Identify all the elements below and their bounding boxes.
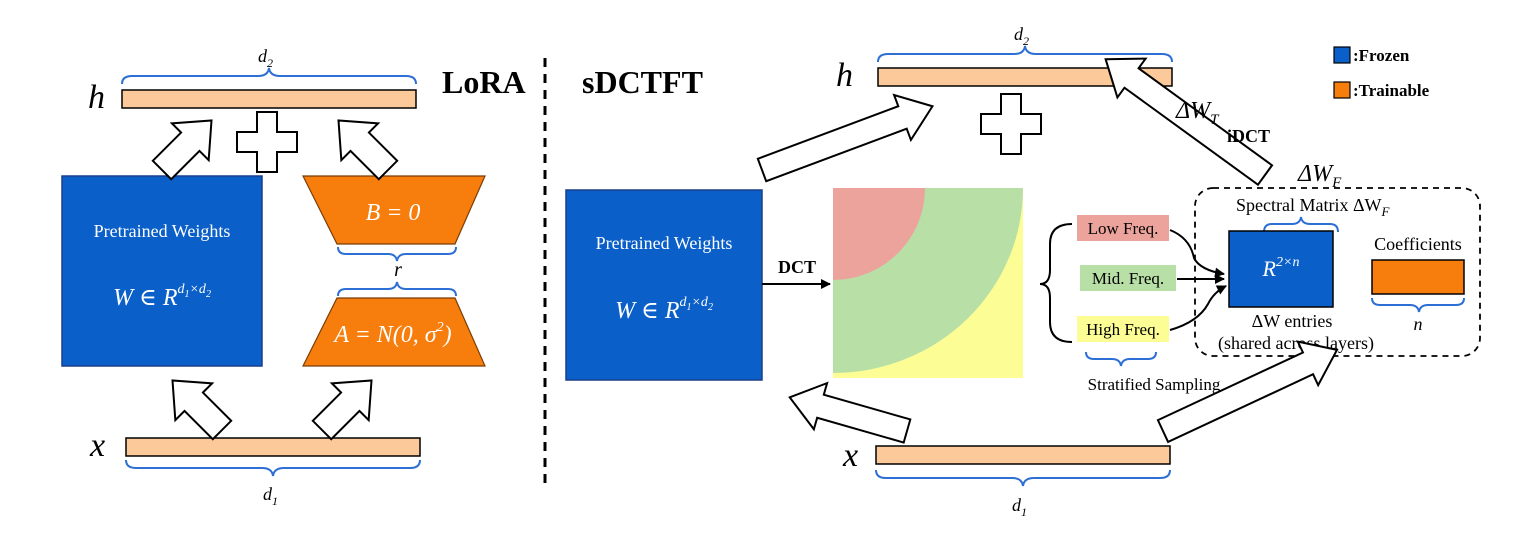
shared-across-layers-label: (shared across layers)	[1218, 333, 1374, 354]
sdctft-x-vector	[875, 445, 1171, 465]
legend-trainable-label: :Trainable	[1353, 81, 1430, 100]
lora-title: LoRA	[442, 64, 526, 100]
sdctft-pretrained-label: Pretrained Weights	[596, 233, 733, 253]
stratified-sampling-label: Stratified Sampling	[1088, 375, 1221, 394]
lora-b-label: B = 0	[366, 200, 421, 226]
arrow-x-to-delta-wf	[1156, 340, 1339, 444]
sdctft-title: sDCTFT	[582, 64, 703, 100]
idct-label: iDCT	[1227, 126, 1270, 146]
sdctft-h-vector	[877, 67, 1173, 87]
lora-x-label: x	[89, 427, 105, 464]
coefficients-vector	[1371, 259, 1465, 295]
lora-d1-label: d1	[263, 484, 278, 508]
lora-h-label: h	[88, 79, 105, 116]
entries-label: ΔW entries	[1252, 311, 1333, 331]
delta-wt-label: ΔWT	[1175, 98, 1220, 128]
delta-wf-label: ΔWF	[1297, 161, 1342, 191]
sdctft-section: sDCTFT h d2 Pretrained Weights W ∈ Rd1×d…	[565, 24, 1481, 519]
lora-b-matrix	[302, 175, 486, 245]
n-label: n	[1414, 314, 1423, 334]
low-freq-arrow	[1169, 229, 1225, 278]
lora-r-label: r	[394, 259, 402, 281]
sdctft-h-label: h	[836, 57, 853, 94]
legend-frozen-swatch	[1333, 46, 1351, 64]
lora-plus-icon	[236, 111, 298, 173]
spectral-entries-matrix	[1228, 230, 1334, 308]
legend-frozen-label: :Frozen	[1353, 46, 1410, 65]
lora-d2-brace	[121, 67, 417, 85]
sdctft-plus-icon	[980, 93, 1042, 155]
sdctft-d2-label: d2	[1014, 24, 1029, 48]
delta-wf-container	[1194, 187, 1481, 357]
legend-trainable-swatch	[1333, 81, 1351, 99]
lora-pretrained-label: Pretrained Weights	[94, 221, 231, 241]
low-freq-region	[833, 188, 925, 280]
lora-arrow-pretrained-to-h	[151, 119, 213, 181]
arrow-x-to-pretrained	[788, 381, 912, 444]
lora-r-brace	[337, 246, 457, 262]
dct-label: DCT	[778, 257, 816, 277]
coefficients-brace	[1371, 297, 1465, 313]
high-freq-arrow	[1169, 285, 1227, 331]
lora-arrow-b-to-h	[337, 119, 399, 181]
sdctft-w-formula: W ∈ Rd1×d2	[615, 295, 713, 324]
lora-a-label: A = N(0, σ2)	[332, 320, 451, 348]
sdctft-d1-label: d1	[1012, 495, 1027, 519]
coefficients-label: Coefficients	[1374, 234, 1462, 254]
sdctft-pretrained-weights-box	[565, 189, 763, 381]
stratified-brace	[1085, 351, 1157, 367]
sdctft-x-label: x	[842, 437, 858, 474]
lora-pretrained-weights-box	[61, 175, 263, 367]
lora-h-vector	[121, 89, 417, 109]
low-freq-tag	[1077, 215, 1169, 241]
lora-d1-brace	[125, 459, 421, 477]
legend: :Frozen :Trainable	[1333, 46, 1430, 100]
mid-freq-tag	[1080, 265, 1176, 291]
dct-frequency-map	[833, 188, 1023, 378]
r2n-label: R2×n	[1262, 255, 1300, 281]
sdctft-d1-brace	[875, 469, 1171, 487]
lora-arrow-x-to-a	[311, 379, 373, 441]
arrow-pretrained-to-h	[756, 93, 935, 183]
arrow-idct-to-h	[1104, 57, 1274, 187]
high-freq-label: High Freq.	[1086, 320, 1160, 339]
low-freq-label: Low Freq.	[1088, 219, 1159, 238]
spectral-matrix-label: Spectral Matrix ΔWF	[1236, 195, 1391, 219]
lora-a-matrix	[302, 297, 486, 367]
sdctft-d2-brace	[877, 45, 1173, 63]
lora-w-formula: W ∈ Rd1×d2	[113, 282, 211, 311]
frequency-split-brace	[1039, 223, 1073, 343]
lora-arrow-x-to-pretrained	[171, 379, 233, 441]
lora-r-brace-lower	[337, 281, 457, 297]
spectral-brace	[1263, 216, 1339, 233]
lora-section: LoRA h d2 Pretrained Weights W ∈ Rd1×d2 …	[61, 46, 526, 508]
high-freq-tag	[1077, 316, 1169, 342]
mid-freq-label: Mid. Freq.	[1092, 269, 1164, 288]
lora-x-vector	[125, 437, 421, 457]
lora-d2-label: d2	[258, 46, 273, 70]
